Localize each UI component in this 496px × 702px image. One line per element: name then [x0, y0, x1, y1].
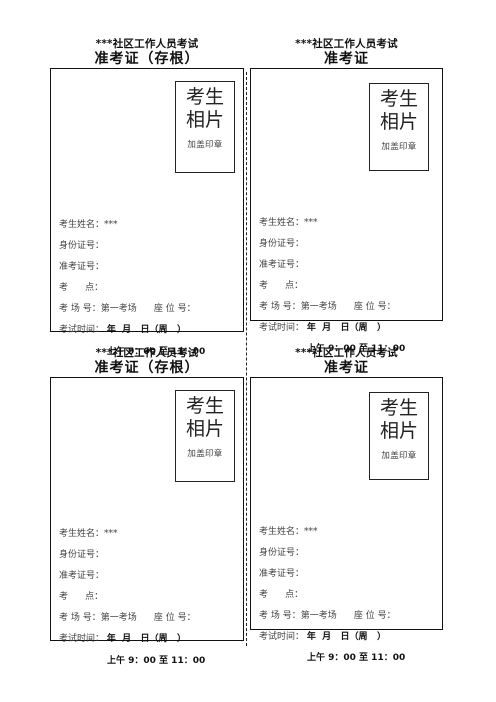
card-header-org: ***社区工作人员考试 — [295, 38, 398, 50]
exam-time-label: 考试时间： — [59, 325, 105, 335]
room-seat-row: 考 场 号：第一考场 座 位 号： — [59, 304, 196, 314]
id-row: 身份证号： — [59, 550, 105, 560]
id-row: 身份证号： — [259, 548, 305, 558]
card-header-org: ***社区工作人员考试 — [95, 38, 199, 50]
exam-time-label: 考试时间： — [259, 632, 305, 642]
photo-label-1: 考生 — [185, 86, 224, 108]
photo-label-2: 相片 — [185, 418, 224, 440]
photo-box: 考生 相片 加盖印章 — [369, 83, 429, 171]
id-row: 身份证号： — [259, 239, 305, 249]
exam-time-row: 考试时间： 年 月 日（周 ） — [259, 631, 386, 643]
ticket-row: 准考证号： — [259, 569, 305, 579]
photo-box: 考生 相片 加盖印章 — [175, 81, 235, 173]
name-row: 考生姓名：*** — [259, 218, 318, 228]
card-header-org: ***社区工作人员考试 — [95, 347, 199, 359]
exam-time-row: 考试时间： 年 月 日（周 ） — [59, 324, 186, 336]
card-frame: 考生 相片 加盖印章 考生姓名：*** 身份证号： 准考证号： 考 点： 考 场… — [50, 68, 244, 357]
photo-label-2: 相片 — [185, 109, 224, 131]
exam-date: 年 月 日（周 ） — [106, 325, 186, 335]
name-row: 考生姓名：*** — [59, 220, 118, 230]
photo-box: 考生 相片 加盖印章 — [369, 392, 429, 480]
exam-time-label: 考试时间： — [259, 323, 305, 333]
exam-time-range: 上午 9：00 至 11：00 — [307, 653, 406, 663]
site-row: 考 点： — [59, 283, 104, 293]
id-row: 身份证号： — [59, 241, 105, 251]
admission-card-stub-top: ***社区工作人员考试 准考证（存根） 考生 相片 加盖印章 考生姓名：*** … — [50, 36, 244, 357]
site-row: 考 点： — [259, 590, 304, 600]
card-header-title: 准考证（存根） — [94, 360, 200, 376]
photo-label-1: 考生 — [379, 88, 418, 110]
site-row: 考 点： — [259, 281, 304, 291]
admission-card-ticket-bottom: ***社区工作人员考试 准考证 考生 相片 加盖印章 考生姓名：*** 身份证号… — [250, 345, 443, 663]
photo-stamp-note: 加盖印章 — [187, 449, 223, 459]
exam-time-row: 考试时间： 年 月 日（周 ） — [259, 322, 386, 334]
ticket-row: 准考证号： — [59, 262, 105, 272]
exam-date: 年 月 日（周 ） — [306, 323, 386, 333]
photo-stamp-note: 加盖印章 — [381, 451, 417, 461]
exam-time-range: 上午 9：00 至 11：00 — [307, 344, 406, 354]
exam-time-range: 上午 9：00 至 11：00 — [107, 656, 206, 666]
cut-line-divider — [246, 72, 247, 646]
photo-label-2: 相片 — [379, 111, 418, 133]
room-seat-row: 考 场 号：第一考场 座 位 号： — [59, 613, 196, 623]
name-row: 考生姓名：*** — [59, 529, 118, 539]
photo-label-1: 考生 — [379, 397, 418, 419]
name-row: 考生姓名：*** — [259, 527, 318, 537]
card-frame: 考生 相片 加盖印章 考生姓名：*** 身份证号： 准考证号： 考 点： 考 场… — [50, 377, 244, 666]
card-frame: 考生 相片 加盖印章 考生姓名：*** 身份证号： 准考证号： 考 点： 考 场… — [250, 68, 443, 354]
room-seat-row: 考 场 号：第一考场 座 位 号： — [259, 611, 396, 621]
card-frame: 考生 相片 加盖印章 考生姓名：*** 身份证号： 准考证号： 考 点： 考 场… — [250, 377, 443, 663]
photo-stamp-note: 加盖印章 — [187, 140, 223, 150]
exam-date: 年 月 日（周 ） — [106, 634, 186, 644]
photo-label-1: 考生 — [185, 395, 224, 417]
exam-time-range: 上午 9：00 至 11：00 — [107, 347, 206, 357]
card-header-title: 准考证（存根） — [94, 51, 200, 67]
card-header-org: ***社区工作人员考试 — [295, 347, 398, 359]
ticket-row: 准考证号： — [259, 260, 305, 270]
photo-stamp-note: 加盖印章 — [381, 142, 417, 152]
exam-date: 年 月 日（周 ） — [306, 632, 386, 642]
photo-box: 考生 相片 加盖印章 — [175, 390, 235, 482]
admission-card-ticket-top: ***社区工作人员考试 准考证 考生 相片 加盖印章 考生姓名：*** 身份证号… — [250, 36, 443, 354]
room-seat-row: 考 场 号：第一考场 座 位 号： — [259, 302, 396, 312]
card-header-title: 准考证 — [324, 360, 369, 376]
exam-time-row: 考试时间： 年 月 日（周 ） — [59, 633, 186, 645]
card-header-title: 准考证 — [324, 51, 369, 67]
site-row: 考 点： — [59, 592, 104, 602]
ticket-row: 准考证号： — [59, 571, 105, 581]
photo-label-2: 相片 — [379, 420, 418, 442]
exam-time-label: 考试时间： — [59, 634, 105, 644]
admission-card-stub-bottom: ***社区工作人员考试 准考证（存根） 考生 相片 加盖印章 考生姓名：*** … — [50, 345, 244, 666]
